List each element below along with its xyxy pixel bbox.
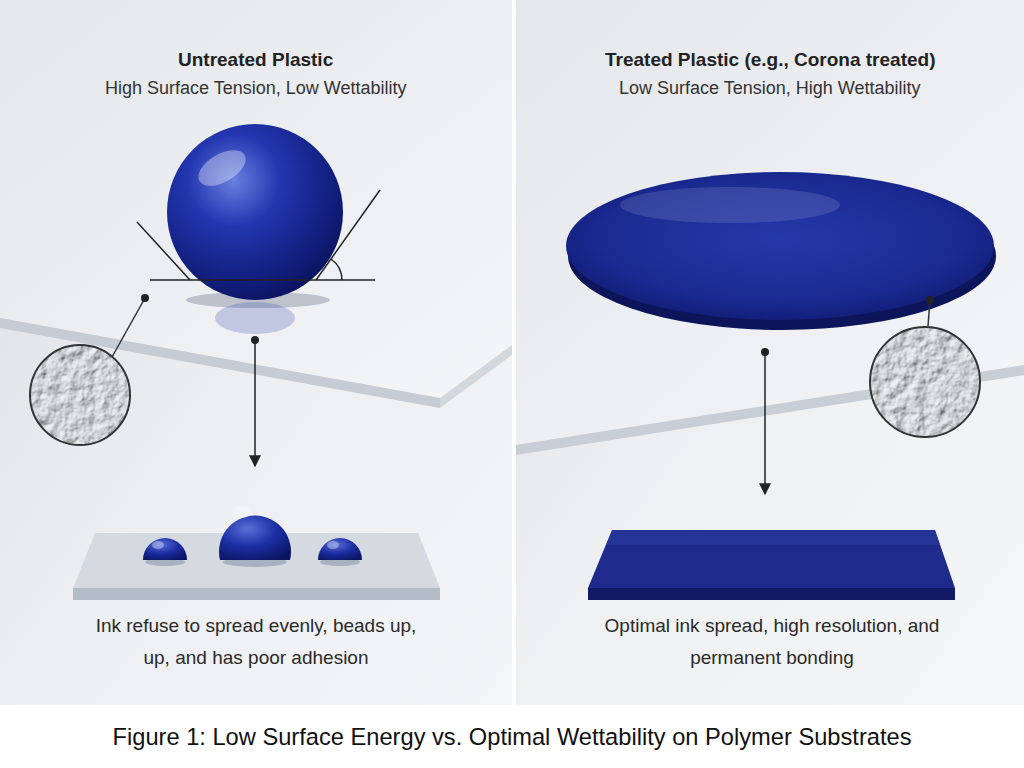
down-arrow-right: [764, 352, 766, 494]
panel-heading: Treated Plastic (e.g., Corona treated): [605, 48, 935, 72]
panel-subheading: High Surface Tension, Low Wettability: [105, 76, 407, 100]
sample-plate-left: [73, 588, 440, 600]
sample-plate-right: [588, 588, 955, 600]
magnifier-left: [30, 345, 130, 445]
sample-plate-right: [588, 530, 955, 588]
sample-plate-left: [318, 538, 362, 560]
panel-backgrounds: [0, 705, 1024, 768]
ink-puddle: [566, 172, 996, 330]
panel-description: Ink refuse to spread evenly, beads up, u…: [80, 610, 432, 674]
magnifier-left: [141, 294, 149, 302]
magnifier-right: [870, 327, 980, 437]
ink-bead: [167, 124, 343, 334]
sample-plate-left: [143, 538, 187, 560]
panel-backgrounds: [0, 0, 512, 705]
plastic-sheet-left: [440, 345, 512, 408]
magnifier-right: [870, 327, 980, 437]
magnifier-right: [870, 296, 980, 437]
ink-bead: [167, 124, 343, 300]
ink-puddle: [620, 187, 840, 223]
sample-plate-left: [232, 506, 252, 518]
magnifier-left: [30, 345, 130, 445]
plastic-sheet-right: [516, 0, 1024, 445]
magnifier-left: [30, 345, 130, 445]
down-arrow-right: [761, 348, 769, 494]
contact-angle-lines: [316, 190, 380, 280]
magnifier-left: [30, 294, 149, 445]
panel-description: Optimal ink spread, high resolution, and…: [601, 610, 943, 674]
figure-caption: Figure 1: Low Surface Energy vs. Optimal…: [0, 722, 1024, 752]
panel-backgrounds: [512, 0, 516, 705]
sample-plate-right: [588, 530, 955, 600]
contact-angle-lines: [137, 190, 380, 280]
down-arrow-left: [254, 340, 256, 466]
ink-bead: [192, 143, 251, 193]
contact-angle-lines: [137, 222, 190, 280]
magnifier-left: [112, 298, 145, 357]
contact-angle-lines: [331, 259, 342, 280]
ink-puddle: [566, 172, 994, 320]
plastic-sheet-right: [516, 0, 1024, 455]
sample-plate-left: [219, 516, 291, 560]
magnifier-right: [926, 296, 934, 304]
panel-heading: Untreated Plastic: [178, 48, 333, 72]
sample-plate-right: [607, 530, 940, 545]
sample-plate-left: [152, 541, 164, 549]
panel-subheading: Low Surface Tension, High Wettability: [619, 76, 921, 100]
panel: Treated Plastic (e.g., Corona treated) Lo…: [516, 0, 1024, 705]
down-arrow-left: [251, 336, 259, 466]
magnifier-right: [870, 327, 980, 437]
panel-backgrounds: [516, 0, 1024, 705]
panel: Untreated PlasticHigh Surface Tension, L…: [0, 0, 512, 705]
ink-bead: [215, 302, 295, 334]
sample-plate-left: [73, 506, 440, 600]
sample-plate-left: [327, 541, 339, 549]
